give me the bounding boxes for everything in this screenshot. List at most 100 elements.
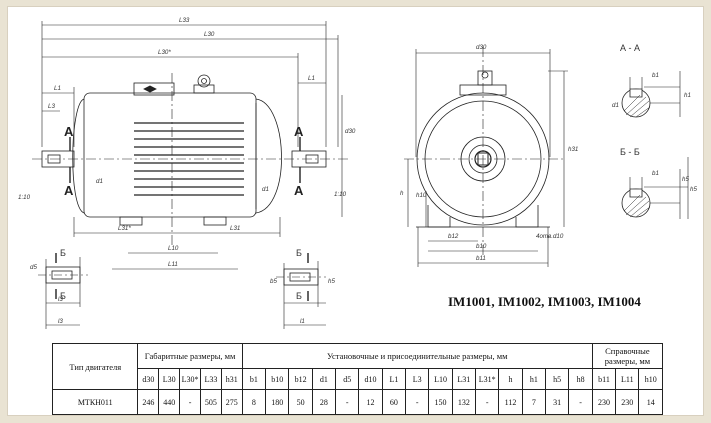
col-L3: L3: [405, 368, 430, 390]
cell-L30-star: -: [179, 389, 201, 415]
section-mark-b-left-bottom: Б: [60, 291, 66, 301]
dim-d1-right: d1: [262, 186, 269, 193]
col-h5: h5: [545, 368, 570, 390]
cell-L11: 230: [615, 389, 640, 415]
dim-h10: h10: [416, 192, 427, 199]
terminal-box: [133, 82, 175, 96]
dim-b5: b5: [270, 278, 277, 285]
dim-holes: 4отв.d10: [536, 233, 564, 240]
section-a-a-title: А - А: [620, 43, 640, 53]
cell-d10: 12: [358, 389, 383, 415]
dim-l3-bottom: l3: [58, 318, 63, 325]
col-L33: L33: [200, 368, 222, 390]
mounting-models-caption: IM1001, IM1002, IM1003, IM1004: [448, 294, 641, 309]
dim-L1-left: L1: [54, 85, 61, 92]
section-b-b: [621, 157, 689, 219]
cell-h8: -: [568, 389, 593, 415]
section-b-h5-b: h5: [690, 186, 697, 193]
dim-L11: L11: [168, 261, 178, 268]
shaft-detail-labels: d5 l3 l3 b5 h5 l1: [30, 264, 335, 325]
section-a-b1: b1: [652, 72, 659, 79]
col-d1: d1: [311, 368, 337, 390]
col-h: h: [498, 368, 523, 390]
dim-d30-side: d30: [345, 128, 356, 135]
gabarit-header: Габаритные размеры, мм: [137, 343, 243, 369]
motor-type-header: Тип двигателя: [51, 343, 139, 390]
technical-drawing: L33 L30 L30* L1 L1 L3 L31* L31 L10 L11 d…: [18, 17, 697, 329]
lifting-eye: [197, 74, 211, 88]
section-mark-a-top-left: A: [64, 124, 74, 139]
dim-b11: b11: [476, 255, 486, 262]
motor-front-view: [404, 47, 564, 257]
section-mark-b-left-top: Б: [60, 248, 66, 258]
dim-L10: L10: [168, 245, 179, 252]
cell-d1: 28: [311, 389, 337, 415]
dim-b10: b10: [476, 243, 487, 250]
col-L11: L11: [615, 368, 640, 390]
dim-L3: L3: [48, 103, 55, 110]
col-b12: b12: [288, 368, 313, 390]
table-group-header-row: Тип двигателя Габаритные размеры, мм Уст…: [51, 343, 664, 390]
col-L30-star: L30*: [179, 368, 201, 390]
col-L30: L30: [158, 368, 181, 390]
section-b-h5-a: h5: [682, 176, 689, 183]
col-d10: d10: [358, 368, 383, 390]
table-row: МТКН011 246 440 - 505 275 8 180 50 28 - …: [51, 389, 663, 415]
col-d5: d5: [335, 368, 360, 390]
section-mark-b-right-top: Б: [296, 248, 302, 258]
taper-left: 1:10: [18, 194, 31, 201]
col-L31: L31: [451, 368, 477, 390]
cell-L30: 440: [158, 389, 181, 415]
cell-h: 112: [498, 389, 523, 415]
dim-b12: b12: [448, 233, 459, 240]
dim-L33: L33: [179, 17, 190, 24]
col-b10: b10: [265, 368, 290, 390]
col-h31: h31: [220, 368, 243, 390]
cell-b11: 230: [591, 389, 617, 415]
cell-d5: -: [335, 389, 360, 415]
section-mark-a-bottom-left: A: [64, 183, 74, 198]
motor-side-view: [32, 73, 348, 247]
side-view-dimension-lines: [41, 21, 343, 270]
cell-L1: 60: [381, 389, 407, 415]
dim-h: h: [400, 190, 404, 197]
cell-b12: 50: [288, 389, 313, 415]
cell-L31-star: -: [475, 389, 500, 415]
fan-cover: [255, 98, 282, 214]
dim-L31-star: L31*: [118, 225, 131, 232]
shaft-key-detail-left: [38, 253, 88, 329]
section-labels: А - А b1 d1 h1 Б - Б b1 h5 h5: [612, 43, 697, 193]
section-a-d1: d1: [612, 102, 619, 109]
dim-L31: L31: [230, 225, 240, 232]
cell-b1: 8: [241, 389, 267, 415]
col-L10: L10: [428, 368, 453, 390]
dim-d30-front: d30: [476, 44, 487, 51]
dim-L1-right: L1: [308, 75, 315, 82]
section-mark-a-bottom-right: A: [294, 183, 304, 198]
dim-d1-left: d1: [96, 178, 103, 185]
dim-l3-top: l3: [58, 296, 63, 303]
col-L1: L1: [381, 368, 407, 390]
dim-L30: L30: [204, 31, 215, 38]
section-b-b-title: Б - Б: [620, 147, 640, 157]
cell-L33: 505: [200, 389, 222, 415]
col-h1: h1: [521, 368, 547, 390]
install-header: Установочные и присоединительные размеры…: [241, 343, 593, 369]
cell-d30: 246: [137, 389, 160, 415]
front-view-dimension-lines: [407, 49, 568, 267]
cell-L10: 150: [428, 389, 453, 415]
dim-L30-star: L30*: [158, 49, 171, 56]
shaft-key-detail-right: [276, 253, 326, 329]
cell-h1: 7: [521, 389, 547, 415]
col-h10: h10: [638, 368, 663, 390]
drawing-sheet: L33 L30 L30* L1 L1 L3 L31* L31 L10 L11 d…: [7, 6, 704, 416]
cell-h5: 31: [545, 389, 570, 415]
taper-right: 1:10: [334, 191, 347, 198]
cell-h31: 275: [220, 389, 243, 415]
dim-h31: h31: [568, 146, 578, 153]
side-view-labels: L33 L30 L30* L1 L1 L3 L31* L31 L10 L11 d…: [18, 17, 356, 301]
specifications-table: Тип двигателя Габаритные размеры, мм Уст…: [51, 343, 664, 415]
section-a-h1: h1: [684, 92, 691, 99]
cooling-fins: [134, 122, 244, 196]
cell-b10: 180: [265, 389, 290, 415]
